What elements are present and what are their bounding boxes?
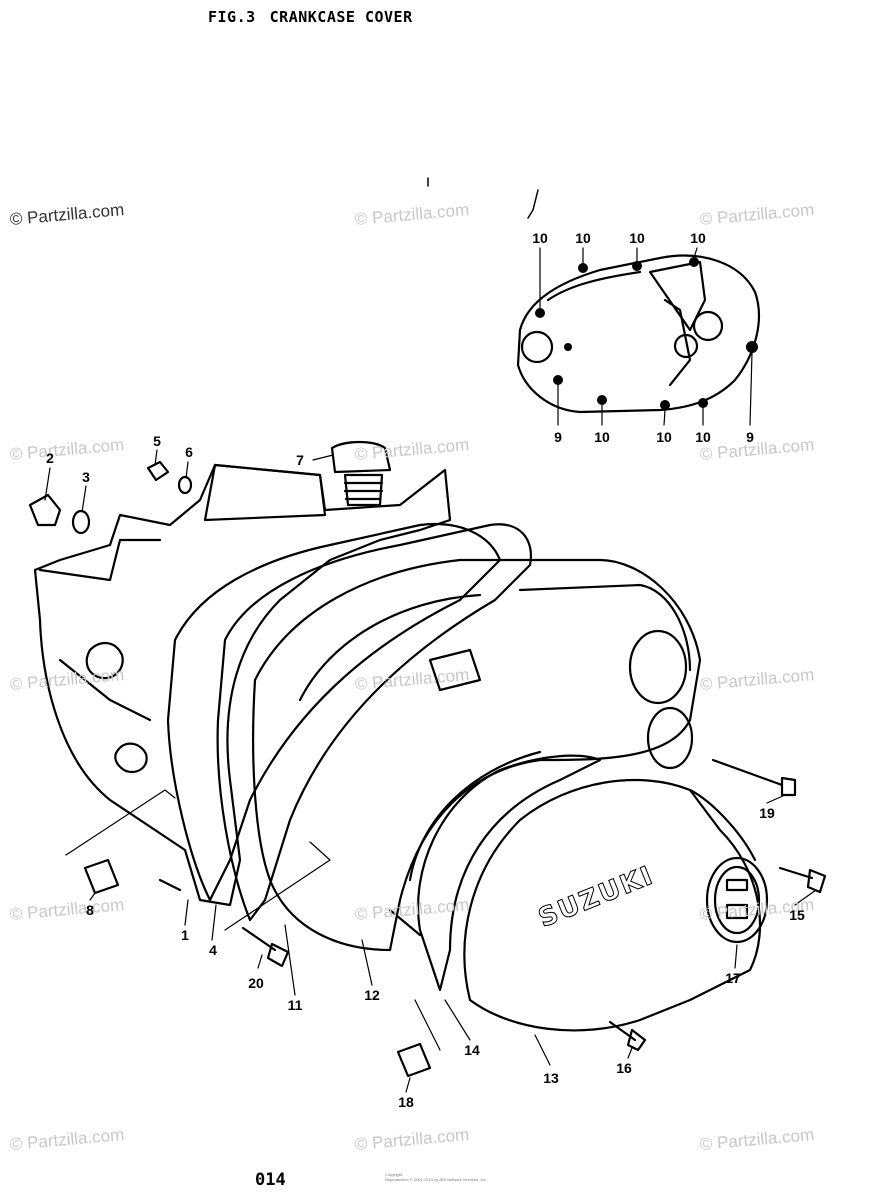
part-5-screw — [146, 460, 170, 482]
fine-print-line-2: Reproduction © 2001-2015 by ARI Network … — [385, 1177, 487, 1182]
inset-cover-outline — [516, 254, 760, 414]
part-20-screw — [241, 926, 290, 968]
callout-1: 1 — [181, 927, 189, 943]
callout-20: 20 — [248, 975, 264, 991]
callout-16: 16 — [616, 1060, 632, 1076]
callout-14: 14 — [464, 1042, 480, 1058]
callout-11: 11 — [287, 997, 303, 1013]
inset-leader-lines — [539, 247, 753, 426]
callout-2: 2 — [46, 450, 54, 466]
callout-5: 5 — [153, 433, 161, 449]
cover-13 — [463, 778, 769, 1032]
part-18-dowel — [396, 1042, 432, 1078]
callout-10: 10 — [690, 230, 706, 246]
callout-10: 10 — [629, 230, 645, 246]
callout-10: 10 — [656, 429, 672, 445]
stray-marks — [427, 177, 539, 219]
part-19-bolt — [711, 758, 797, 797]
callout-6: 6 — [185, 444, 193, 460]
part-15-screw — [778, 866, 827, 894]
callout-13: 13 — [543, 1070, 559, 1086]
inset-bolt-holes — [535, 257, 758, 410]
figure-label: FIG.3 — [208, 8, 256, 26]
callout-10: 10 — [532, 230, 548, 246]
callout-18: 18 — [398, 1094, 414, 1110]
fine-print: Copyright Reproduction © 2001-2015 by AR… — [385, 1172, 487, 1182]
crankcase-body — [33, 463, 452, 907]
callout-17: 17 — [725, 970, 741, 986]
callout-12: 12 — [364, 987, 380, 1003]
callout-9: 9 — [746, 429, 754, 445]
callout-10: 10 — [695, 429, 711, 445]
page-number: 014 — [255, 1170, 286, 1190]
main-leader-lines — [44, 449, 817, 1093]
cover-12 — [252, 558, 702, 952]
part-16-screw — [608, 1020, 647, 1052]
callout-9: 9 — [554, 429, 562, 445]
callout-10: 10 — [575, 230, 591, 246]
callout-3: 3 — [82, 469, 90, 485]
fine-print-line-1: Copyright — [385, 1172, 403, 1177]
callout-4: 4 — [209, 942, 217, 958]
part-8-dowel — [83, 858, 120, 895]
callout-15: 15 — [789, 907, 805, 923]
callout-10: 10 — [594, 429, 610, 445]
callout-7: 7 — [296, 452, 304, 468]
figure-title: FIG.3 CRANKCASE COVER — [208, 8, 427, 26]
gasket-14 — [408, 750, 602, 992]
part-6-washer — [177, 475, 193, 495]
part-7-cap — [330, 440, 392, 507]
figure-name: CRANKCASE COVER — [269, 8, 413, 26]
gasket-11 — [216, 523, 533, 922]
part-3-washer — [71, 509, 91, 535]
callout-19: 19 — [759, 805, 775, 821]
gasket-4 — [166, 523, 502, 902]
callout-8: 8 — [86, 902, 94, 918]
